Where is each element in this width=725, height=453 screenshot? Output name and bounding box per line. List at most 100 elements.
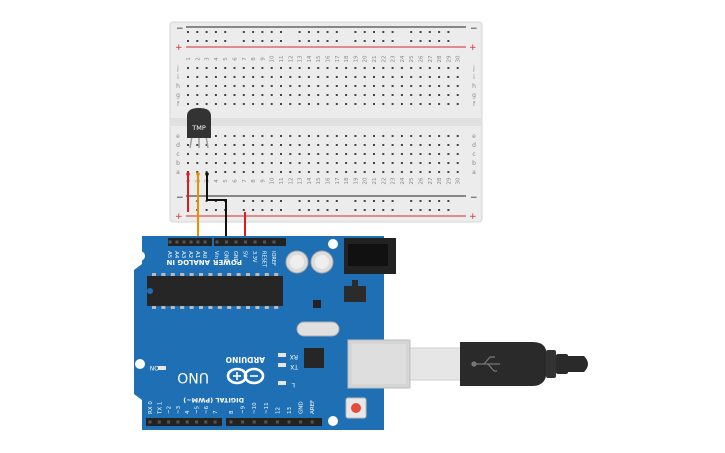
hole[interactable] — [438, 103, 441, 105]
hole[interactable] — [373, 171, 375, 173]
rail-hole[interactable] — [438, 209, 441, 211]
rail-hole[interactable] — [214, 31, 217, 33]
rail-hole[interactable] — [419, 31, 422, 33]
header-pin[interactable] — [229, 420, 233, 424]
hole[interactable] — [335, 67, 338, 69]
rail-hole[interactable] — [382, 31, 385, 33]
rail-hole[interactable] — [447, 200, 450, 202]
hole[interactable] — [187, 76, 189, 78]
hole[interactable] — [326, 76, 329, 78]
hole[interactable] — [233, 67, 236, 69]
hole[interactable] — [410, 171, 413, 173]
hole[interactable] — [326, 103, 329, 105]
hole[interactable] — [354, 153, 357, 155]
rail-hole[interactable] — [317, 200, 320, 202]
hole[interactable] — [428, 67, 431, 69]
hole[interactable] — [345, 144, 348, 146]
header-pin[interactable] — [189, 240, 193, 244]
tmp-sensor[interactable]: TMP — [187, 108, 211, 149]
rail-hole[interactable] — [205, 40, 208, 42]
hole[interactable] — [252, 94, 255, 96]
rail-hole[interactable] — [428, 31, 431, 33]
hole[interactable] — [233, 153, 236, 155]
hole[interactable] — [391, 85, 394, 87]
hole[interactable] — [326, 94, 329, 96]
hole[interactable] — [317, 85, 320, 87]
rail-hole[interactable] — [214, 40, 217, 42]
hole[interactable] — [438, 76, 441, 78]
rail-hole[interactable] — [410, 31, 413, 33]
header-pin[interactable] — [148, 420, 152, 424]
hole[interactable] — [326, 135, 329, 137]
rail-hole[interactable] — [410, 200, 413, 202]
rail-hole[interactable] — [307, 40, 310, 42]
hole[interactable] — [447, 76, 450, 78]
hole[interactable] — [317, 76, 320, 78]
hole[interactable] — [335, 162, 338, 164]
hole[interactable] — [307, 135, 310, 137]
hole[interactable] — [214, 153, 217, 155]
hole[interactable] — [447, 162, 450, 164]
hole[interactable] — [289, 171, 292, 173]
rail-hole[interactable] — [280, 40, 282, 42]
hole[interactable] — [391, 76, 394, 78]
hole[interactable] — [456, 94, 459, 96]
hole[interactable] — [428, 171, 431, 173]
hole[interactable] — [335, 76, 338, 78]
hole[interactable] — [447, 85, 450, 87]
hole[interactable] — [261, 85, 264, 87]
hole[interactable] — [419, 144, 422, 146]
hole[interactable] — [419, 171, 422, 173]
header-pin[interactable] — [225, 240, 228, 244]
hole[interactable] — [317, 67, 320, 69]
hole[interactable] — [187, 103, 189, 105]
hole[interactable] — [456, 144, 459, 146]
header-pin[interactable] — [204, 420, 208, 424]
hole[interactable] — [196, 103, 199, 105]
hole[interactable] — [214, 85, 217, 87]
hole[interactable] — [205, 162, 208, 164]
hole[interactable] — [326, 67, 329, 69]
hole[interactable] — [242, 103, 245, 105]
hole[interactable] — [261, 94, 264, 96]
hole[interactable] — [354, 76, 357, 78]
hole[interactable] — [252, 144, 255, 146]
usb-cable[interactable] — [409, 342, 588, 386]
hole[interactable] — [317, 162, 320, 164]
hole[interactable] — [317, 171, 320, 173]
hole[interactable] — [205, 144, 208, 146]
rail-hole[interactable] — [335, 200, 338, 202]
rail-hole[interactable] — [224, 31, 227, 33]
hole[interactable] — [419, 162, 422, 164]
hole[interactable] — [307, 171, 310, 173]
rail-hole[interactable] — [354, 31, 357, 33]
hole[interactable] — [298, 94, 301, 96]
hole[interactable] — [233, 171, 236, 173]
rail-hole[interactable] — [326, 200, 329, 202]
rail-hole[interactable] — [317, 40, 320, 42]
hole[interactable] — [382, 76, 385, 78]
hole[interactable] — [289, 85, 292, 87]
hole[interactable] — [400, 103, 403, 105]
hole[interactable] — [410, 103, 413, 105]
hole[interactable] — [224, 103, 227, 105]
hole[interactable] — [252, 85, 255, 87]
header-pin[interactable] — [182, 240, 186, 244]
hole[interactable] — [187, 171, 189, 173]
hole[interactable] — [242, 171, 245, 173]
hole[interactable] — [363, 144, 366, 146]
header-pin[interactable] — [272, 240, 276, 244]
rail-hole[interactable] — [373, 209, 375, 211]
hole[interactable] — [428, 85, 431, 87]
hole[interactable] — [363, 171, 366, 173]
rail-hole[interactable] — [261, 200, 264, 202]
hole[interactable] — [400, 67, 403, 69]
rail-hole[interactable] — [419, 40, 422, 42]
hole[interactable] — [363, 103, 366, 105]
hole[interactable] — [242, 162, 245, 164]
hole[interactable] — [289, 67, 292, 69]
rail-hole[interactable] — [391, 200, 394, 202]
rail-hole[interactable] — [252, 209, 255, 211]
rail-hole[interactable] — [187, 40, 189, 42]
hole[interactable] — [428, 94, 431, 96]
